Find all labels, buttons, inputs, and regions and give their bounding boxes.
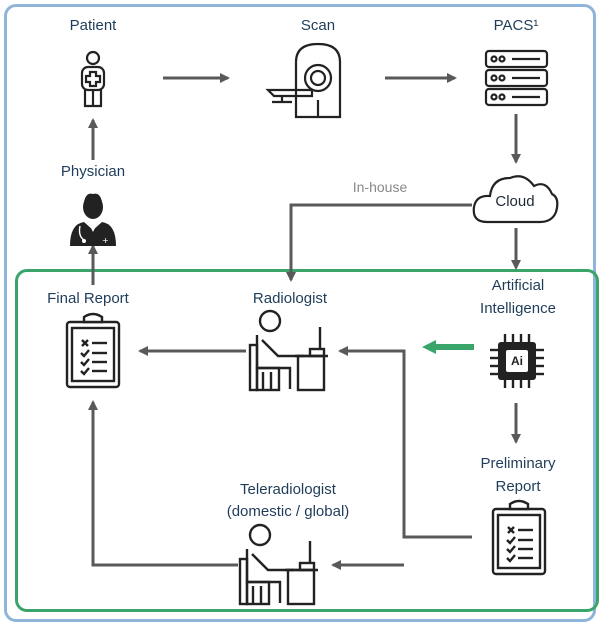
cloud-icon — [472, 175, 559, 224]
preliminary-report-clipboard-icon — [491, 499, 547, 576]
arrow-teleradiologist-to-final-report — [88, 400, 238, 567]
preliminary-label-line2: Report — [495, 478, 541, 495]
teleradiologist-label-line1: Teleradiologist — [240, 481, 336, 498]
final-report-clipboard-icon — [65, 312, 121, 389]
outer-frame — [4, 4, 596, 622]
radiologist-icon — [248, 309, 328, 392]
svg-text:+: + — [102, 236, 109, 245]
ai-label-line1: Artificial — [491, 277, 545, 294]
patient-icon — [80, 50, 106, 108]
physician-label: Physician — [60, 163, 126, 180]
teleradiologist-label-line2: (domestic / global) — [226, 503, 350, 520]
teleradiologist-icon — [238, 523, 318, 606]
ai-label-line2: Intelligence — [480, 300, 556, 317]
cloud-label: Cloud — [495, 193, 535, 210]
pacs-label: PACS¹ — [493, 17, 539, 34]
pacs-server-icon — [484, 49, 549, 107]
ai-chip-icon — [490, 334, 544, 388]
scan-label: Scan — [300, 17, 336, 34]
scanner-icon — [265, 42, 342, 119]
final-report-label: Final Report — [47, 290, 129, 307]
ai-workflow-frame — [15, 269, 599, 612]
arrow-cloud-to-radiologist-inhouse — [286, 203, 472, 282]
ai-chip-text: Ai — [511, 354, 523, 368]
physician-icon: + — [70, 193, 116, 246]
patient-label: Patient — [69, 17, 117, 34]
preliminary-label-line1: Preliminary — [480, 455, 556, 472]
in-house-label: In-house — [352, 179, 408, 195]
arrow-preliminary-to-radiologist — [338, 346, 472, 539]
radiologist-label: Radiologist — [252, 290, 328, 307]
